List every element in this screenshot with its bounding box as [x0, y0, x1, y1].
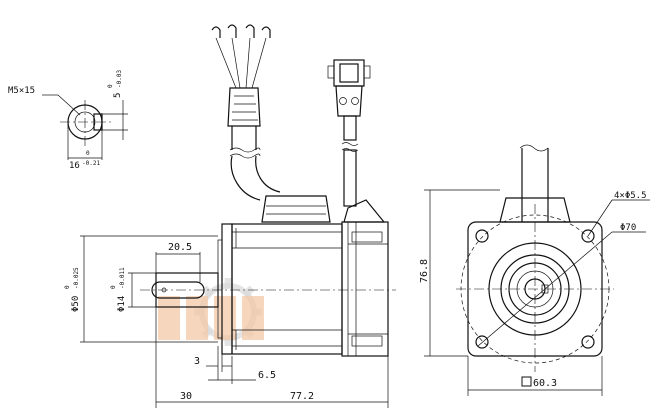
svg-text:76.8: 76.8 [419, 259, 430, 283]
encoder-cable [327, 59, 371, 207]
motor-side-view [140, 195, 396, 357]
svg-text:Φ50: Φ50 [71, 296, 81, 312]
flange-square-label: 60.3 [533, 378, 557, 389]
svg-text:5: 5 [113, 93, 123, 98]
pilot-depth-label: 6.5 [258, 370, 276, 381]
svg-text:0: 0 [107, 84, 114, 88]
motor-front-view [456, 144, 650, 372]
flange-thickness-label: 3 [194, 356, 200, 367]
front-view-dimension-lines [424, 189, 603, 396]
mount-holes-label: 4×Φ5.5 [614, 191, 647, 201]
svg-text:Φ14: Φ14 [117, 296, 127, 312]
shaft-width-label: 16 [69, 161, 80, 171]
svg-text:0: 0 [64, 285, 71, 289]
shaft-cross-section [42, 94, 128, 160]
pcd-label: Φ70 [620, 223, 636, 233]
shaft-width-tol-upper: 0 [86, 150, 90, 157]
gear-logo-icon [158, 278, 264, 346]
key-depth-label: 5 0 -0.03 [107, 70, 123, 98]
shaft-thread-label: M5×15 [8, 86, 35, 96]
square-symbol-icon [521, 376, 532, 387]
side-view-dimension-lines [80, 235, 389, 408]
height-label: 76.8 [419, 259, 430, 283]
body-length-label: 77.2 [290, 391, 314, 402]
power-cable [211, 24, 281, 201]
svg-text:0: 0 [110, 285, 117, 289]
key-length-label: 20.5 [168, 242, 192, 253]
shaft-dia-label: Φ14 0 -0.011 [110, 267, 127, 312]
svg-text:-0.03: -0.03 [116, 70, 123, 88]
svg-text:-0.011: -0.011 [119, 267, 126, 289]
pilot-dia-label: Φ50 0 -0.025 [64, 267, 81, 312]
shaft-length-label: 30 [180, 391, 192, 402]
shaft-width-tol-lower: -0.21 [82, 160, 100, 167]
svg-text:-0.025: -0.025 [73, 267, 80, 289]
